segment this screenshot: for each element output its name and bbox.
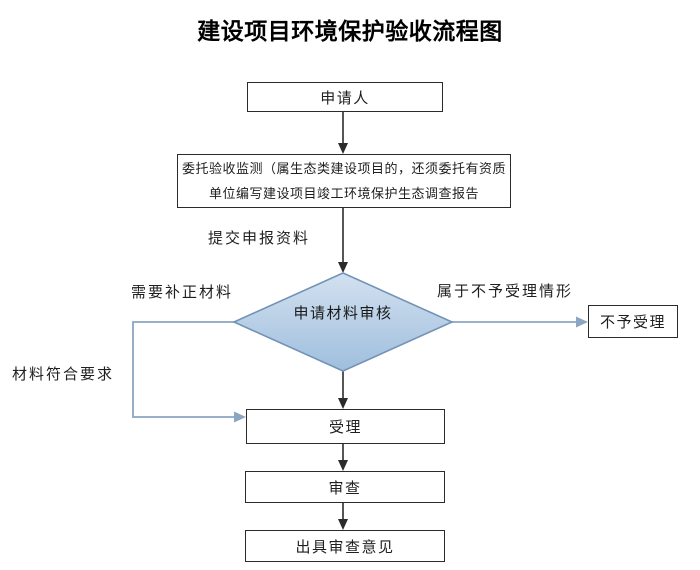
blue-connectors xyxy=(132,316,588,423)
edge-label-need-supplement: 需要补正材料 xyxy=(131,284,234,301)
edge-label-submit: 提交申报资料 xyxy=(208,230,311,247)
node-commission-line2: 单位编写建设项目竣工环境保护生态调查报告 xyxy=(208,186,479,201)
node-accept: 受理 xyxy=(246,409,445,444)
arrowhead-down-icon xyxy=(338,460,348,471)
arrow-review-loop-to-accept xyxy=(132,321,235,418)
arrowhead-down-icon xyxy=(338,398,348,409)
node-opinion: 出具审查意见 xyxy=(245,530,445,562)
node-review-label: 申请材料审核 xyxy=(293,305,393,322)
node-applicant: 申请人 xyxy=(247,82,443,112)
node-commission-line1: 委托验收监测（属生态类建设项目的，还须委托有资质 xyxy=(181,161,506,176)
arrowhead-down-icon xyxy=(338,262,348,273)
node-reject-label: 不予受理 xyxy=(599,314,666,331)
node-examine: 审查 xyxy=(245,471,445,503)
black-connectors xyxy=(338,112,348,530)
edge-label-not-acceptable: 属于不予受理情形 xyxy=(437,283,574,300)
arrowhead-right-icon xyxy=(234,411,246,423)
node-applicant-label: 申请人 xyxy=(320,89,370,107)
flowchart-title: 建设项目环境保护验收流程图 xyxy=(197,18,503,44)
node-reject: 不予受理 xyxy=(588,305,678,338)
edge-label-materials-ok: 材料符合要求 xyxy=(12,366,115,383)
decision-diamond-shape xyxy=(232,272,454,372)
arrowhead-right-icon xyxy=(576,316,588,328)
node-accept-label: 受理 xyxy=(328,419,362,436)
node-opinion-label: 出具审查意见 xyxy=(295,538,395,556)
arrowhead-down-icon xyxy=(338,519,348,530)
node-examine-label: 审查 xyxy=(328,479,362,497)
node-commission: 委托验收监测（属生态类建设项目的，还须委托有资质 单位编写建设项目竣工环境保护生… xyxy=(177,154,511,208)
arrowhead-down-icon xyxy=(338,143,348,154)
